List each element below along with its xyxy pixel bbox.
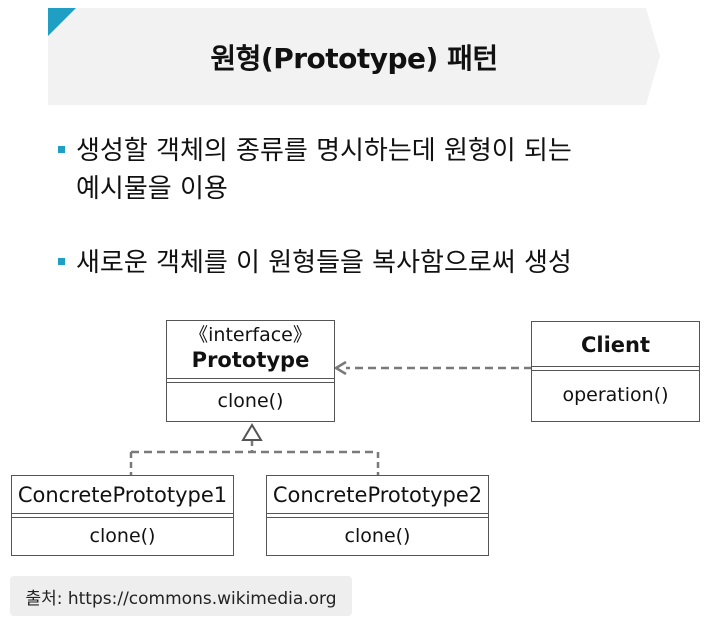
prototype-name: Prototype — [191, 348, 310, 372]
concrete-prototype-2-class: ConcretePrototype2 clone() — [266, 475, 489, 556]
concrete-prototype-1-header: ConcretePrototype1 — [12, 476, 233, 518]
concrete-prototype-2-name: ConcretePrototype2 — [272, 483, 483, 507]
client-name: Client — [580, 333, 651, 357]
corner-accent — [48, 8, 76, 36]
bullet-2-line-1: 새로운 객체를 이 원형들을 복사함으로써 생성 — [76, 248, 572, 278]
bullet-marker — [58, 146, 65, 153]
client-operation: operation() — [562, 384, 669, 406]
bullet-1: 생성할 객체의 종류를 명시하는데 원형이 되는 예시물을 이용 — [58, 132, 572, 208]
bullet-1-line-1: 생성할 객체의 종류를 명시하는데 원형이 되는 — [76, 136, 572, 166]
concrete-prototype-1-class: ConcretePrototype1 clone() — [11, 475, 234, 556]
concrete-prototype-1-name: ConcretePrototype1 — [17, 483, 228, 507]
prototype-header: 《interface》 Prototype — [167, 321, 334, 383]
prototype-stereotype: 《interface》 — [189, 324, 312, 346]
concrete-prototype-2-operation: clone() — [344, 525, 411, 547]
bullet-2: 새로운 객체를 이 원형들을 복사함으로써 생성 — [58, 244, 572, 282]
concrete-prototype-2-header: ConcretePrototype2 — [267, 476, 488, 518]
bullet-1-line-2: 예시물을 이용 — [76, 174, 228, 204]
source-caption: 출처: https://commons.wikimedia.org — [10, 576, 352, 616]
realization-triangle — [241, 423, 263, 441]
concrete-prototype-1-operation: clone() — [89, 525, 156, 547]
banner-shape — [48, 8, 660, 105]
title-banner: 원형(Prototype) 패턴 — [48, 8, 660, 105]
dependency-arrowhead — [333, 360, 347, 376]
page-title: 원형(Prototype) 패턴 — [210, 41, 498, 75]
bullet-marker — [58, 258, 65, 265]
prototype-class: 《interface》 Prototype clone() — [166, 320, 335, 422]
prototype-operation: clone() — [217, 390, 284, 412]
client-header: Client — [532, 322, 699, 371]
client-class: Client operation() — [531, 321, 700, 422]
